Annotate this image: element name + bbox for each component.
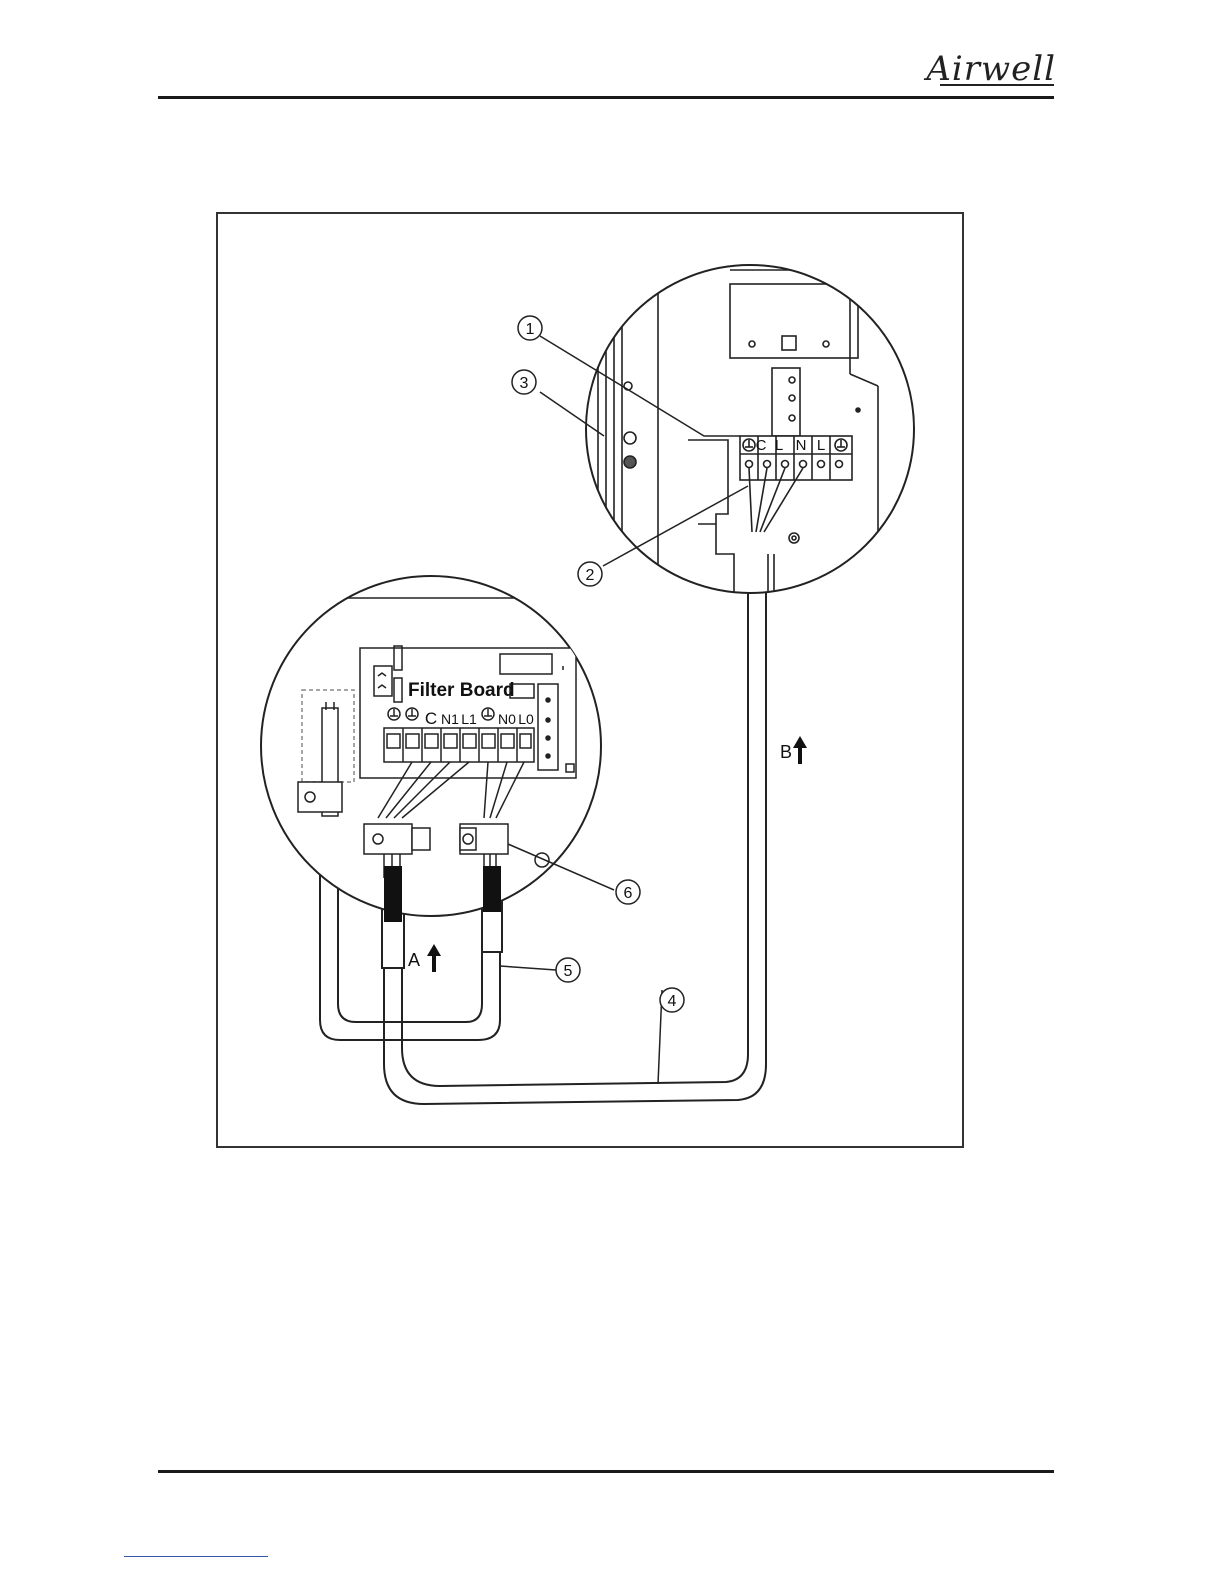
svg-text:4: 4 [668, 993, 677, 1010]
arrow-b: B [780, 736, 807, 764]
board-terminal-c: C [425, 709, 437, 728]
arrow-b-label: B [780, 742, 792, 762]
wiring-diagram-svg: C L N L [218, 214, 962, 1146]
callout-3: 3 [512, 370, 536, 394]
outdoor-terminal-l2: L [817, 437, 825, 454]
callout-4: 4 [660, 988, 684, 1012]
brand-underline [940, 84, 1054, 86]
brand-logo: Airwell [926, 52, 1056, 86]
svg-text:6: 6 [624, 885, 633, 902]
callout-2: 2 [578, 562, 602, 586]
filter-board-label: Filter Board [408, 680, 515, 701]
arrow-a: A [408, 944, 441, 972]
footer-link-underline [124, 1556, 268, 1557]
wiring-diagram: C L N L [216, 212, 964, 1148]
board-terminal-l1: L1 [461, 711, 477, 727]
board-terminal-n1: N1 [441, 711, 459, 727]
board-terminal-n0: N0 [498, 711, 516, 727]
callout-5: 5 [556, 958, 580, 982]
callout-1: 1 [518, 316, 542, 340]
outdoor-terminal-n: N [796, 437, 807, 454]
footer-rule [158, 1470, 1054, 1473]
cable-band-b [483, 866, 501, 912]
svg-text:5: 5 [564, 963, 573, 980]
outdoor-terminal-l: L [775, 437, 783, 454]
svg-text:1: 1 [526, 321, 535, 338]
outdoor-terminal-c: C [756, 437, 767, 454]
svg-text:2: 2 [586, 567, 595, 584]
outdoor-unit-magnifier [586, 265, 914, 593]
arrow-a-label: A [408, 950, 420, 970]
svg-text:3: 3 [520, 375, 529, 392]
callout-6: 6 [616, 880, 640, 904]
board-terminal-l0: L0 [518, 711, 534, 727]
cable-band-a [384, 866, 402, 922]
header-rule [158, 96, 1054, 99]
